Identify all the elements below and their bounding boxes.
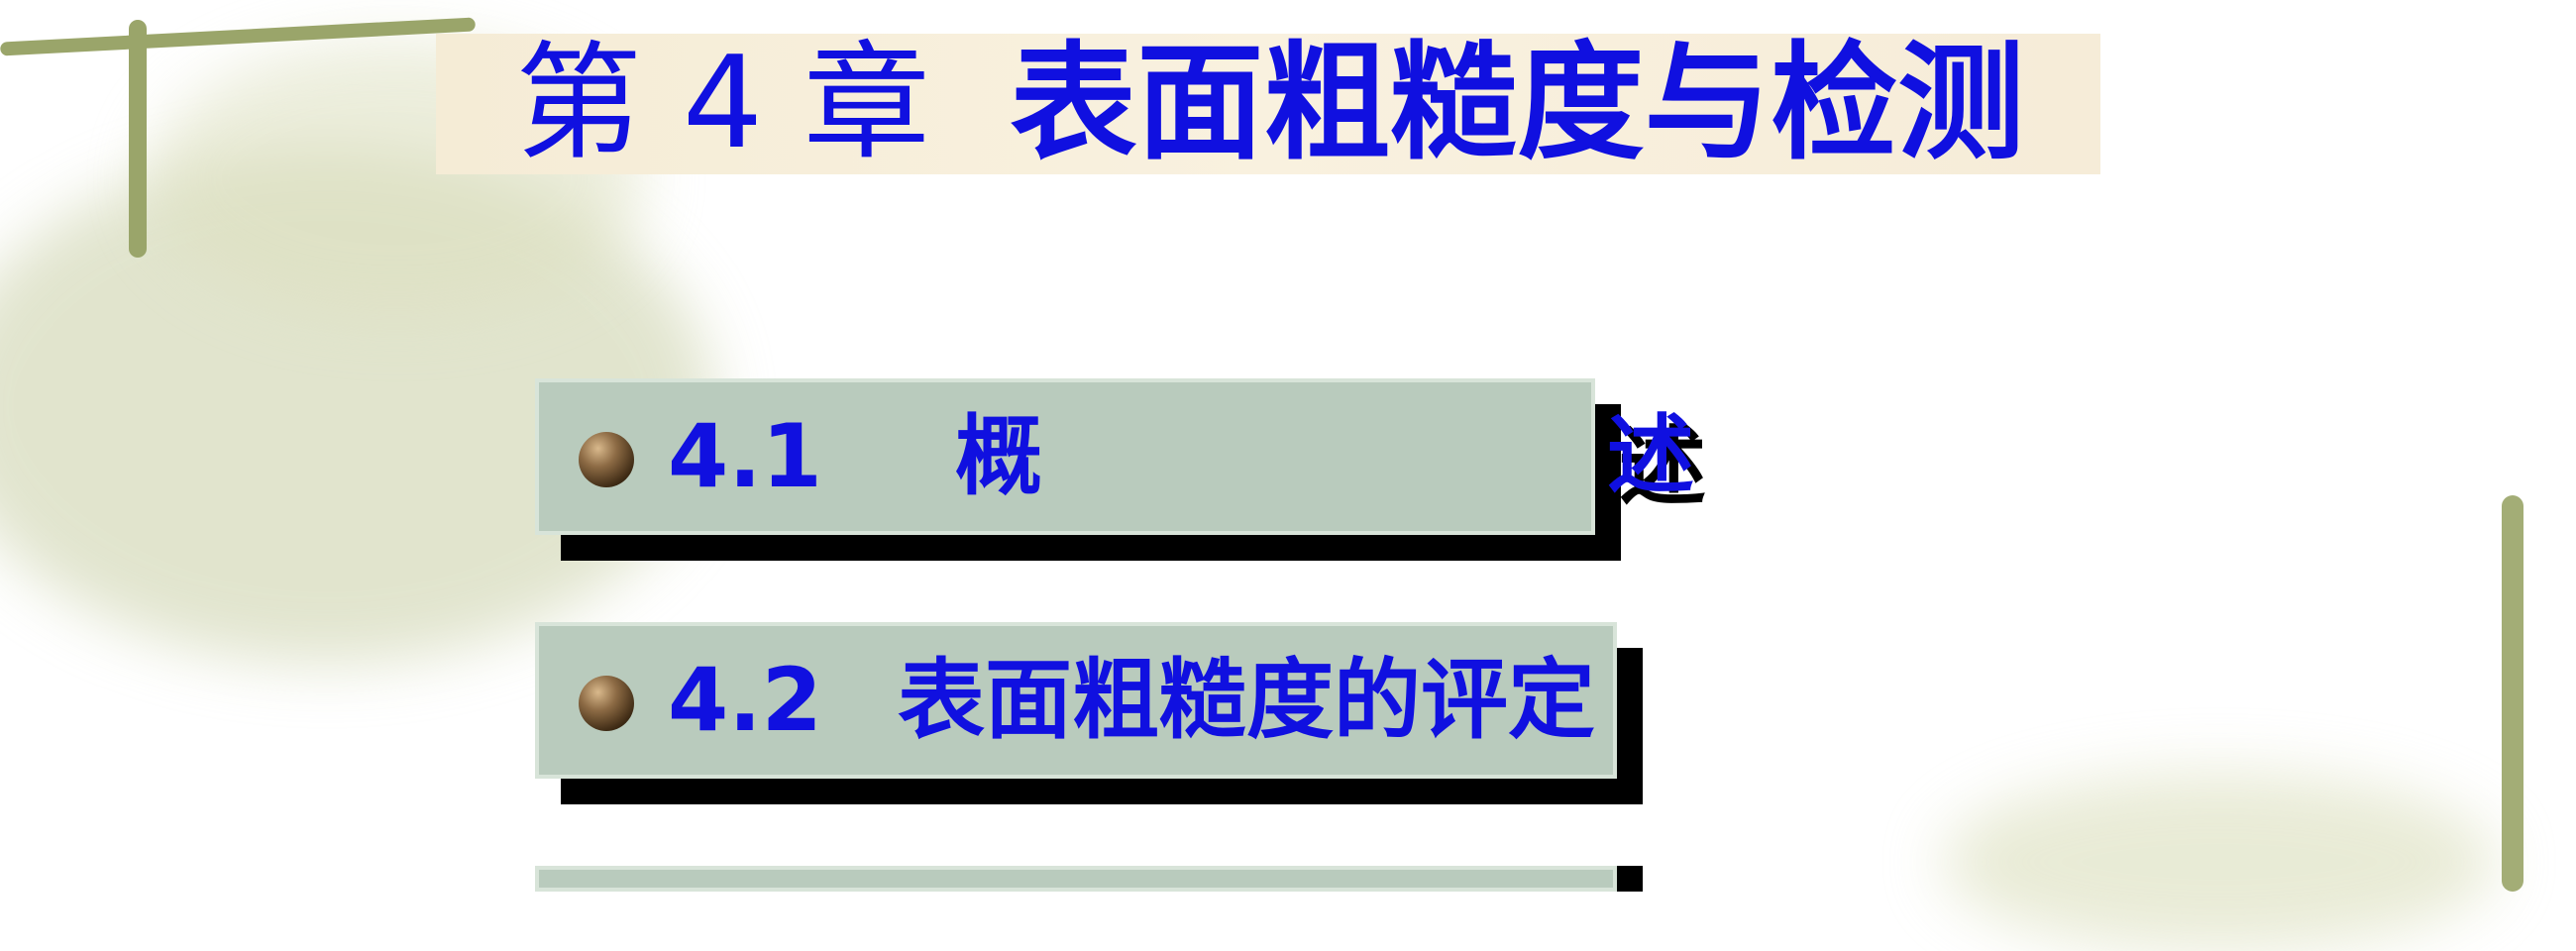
menu-item-4-3[interactable] [535,866,1617,892]
menu-item-number: 4.1 [668,405,822,507]
menu-item-label: 概 [955,405,1043,507]
menu-item-4-2[interactable]: 4.2 表面粗糙度的评定 [535,622,1617,779]
menu-item-number: 4.2 [668,649,822,751]
bullet-ball-icon [579,676,634,731]
page-title: 第 4 章 表面粗糙度与检测 [515,34,2024,174]
menu-item-label: 表面粗糙度的评定 [898,649,1596,751]
menu-item-label-overflow: 述 [1607,404,1695,506]
menu-item-4-1[interactable]: 4.1 概 [535,378,1595,535]
chapter-title: 表面粗糙度与检测 [1010,30,2025,177]
chapter-label: 第 4 章 [515,30,930,177]
bullet-ball-icon [579,432,634,487]
vine-decoration-top-left-vertical [129,20,147,258]
vine-decoration-right [2502,495,2523,892]
title-band [436,34,2100,174]
background-foliage-bottom-right [1942,773,2497,951]
